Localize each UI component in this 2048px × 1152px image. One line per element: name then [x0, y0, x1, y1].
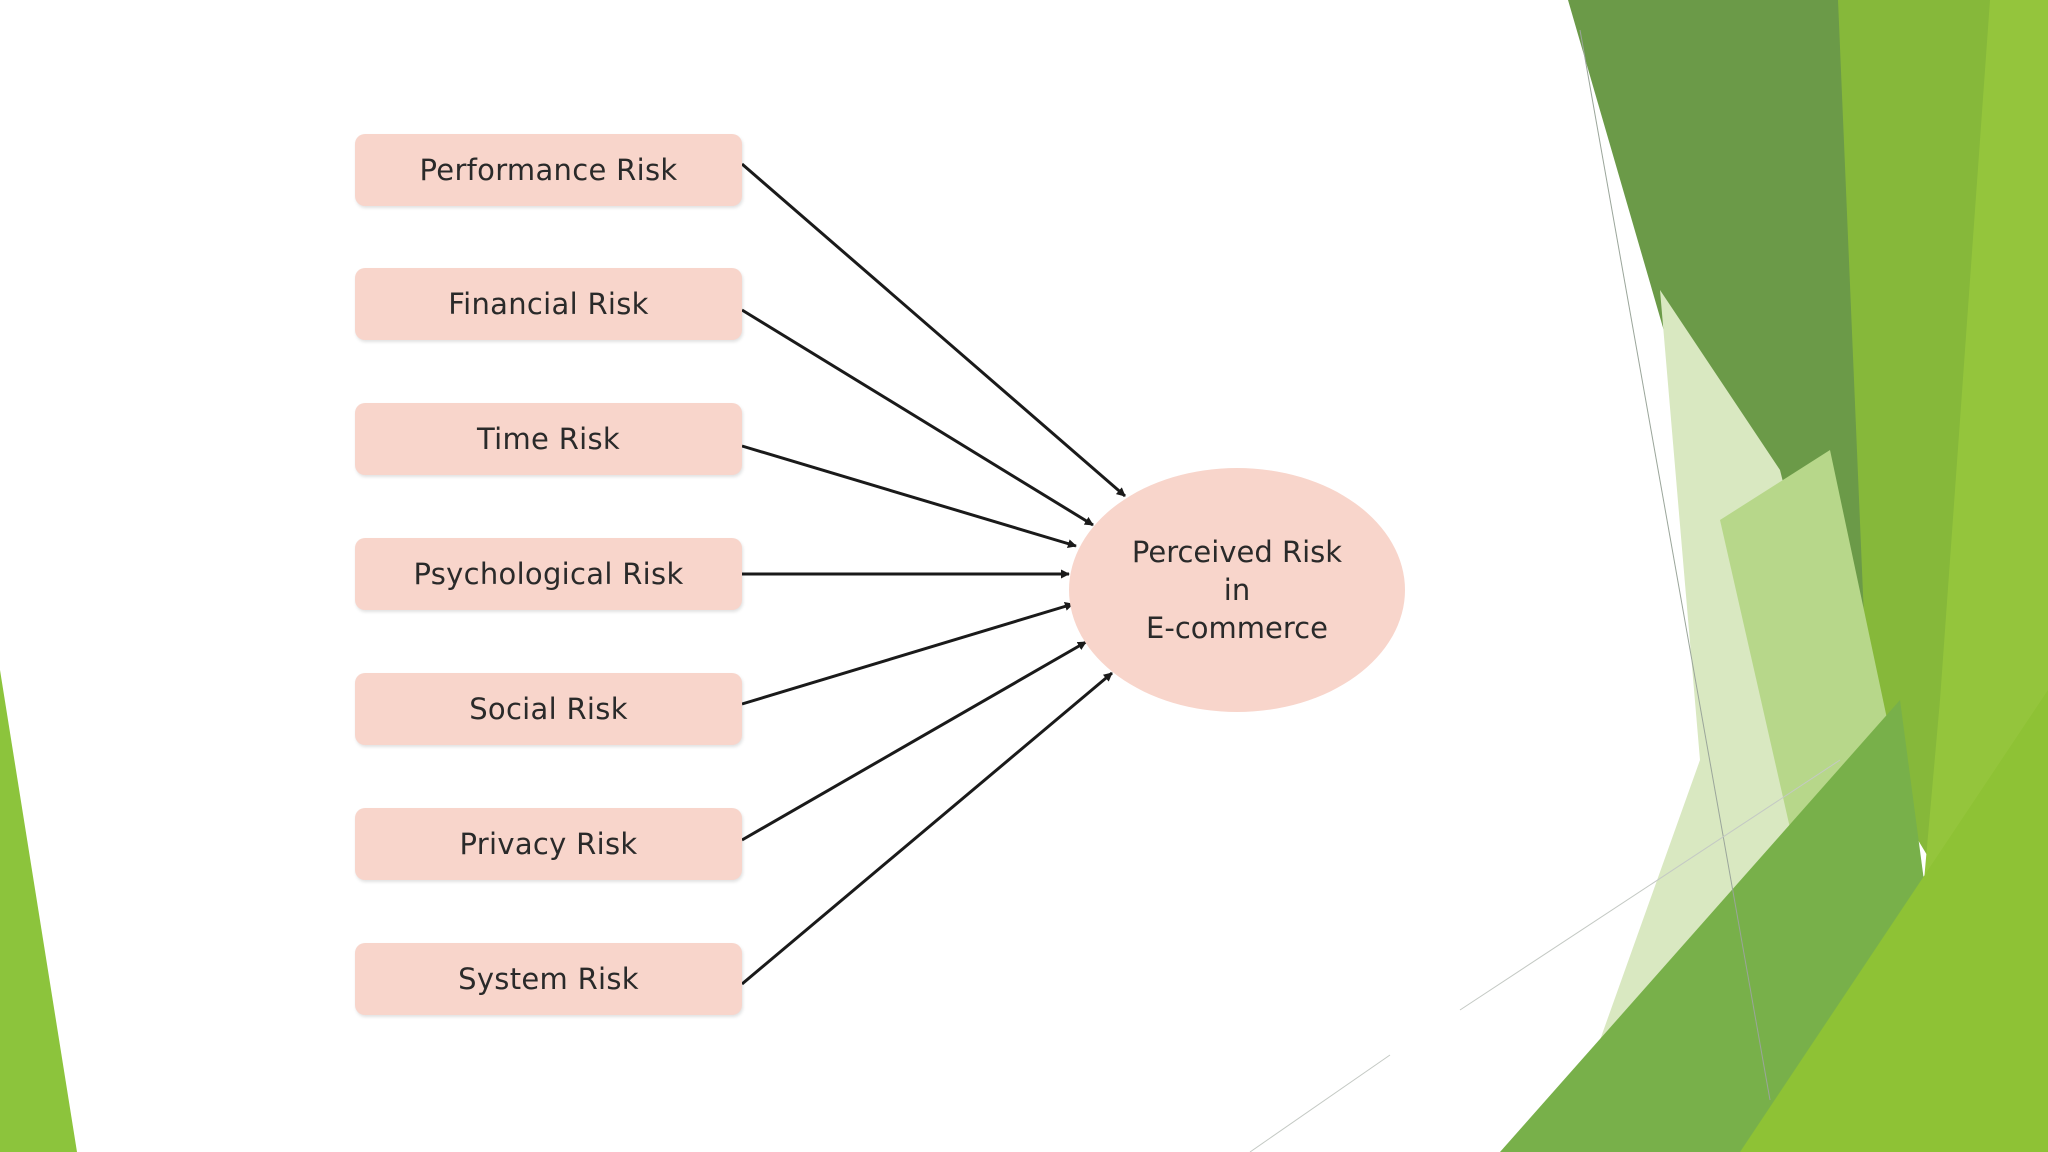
arrow-privacy — [741, 640, 1087, 842]
target-label-line3: E-commerce — [1146, 611, 1328, 645]
thin-line-2 — [1459, 759, 1841, 1011]
node-performance-risk: Performance Risk — [355, 134, 742, 206]
thin-line-1 — [1579, 29, 1771, 1101]
right-facet-front — [1740, 690, 2048, 1152]
target-label-line2: in — [1223, 573, 1251, 607]
arrow-financial — [741, 308, 1094, 527]
node-system-risk: System Risk — [355, 943, 742, 1015]
node-financial-risk: Financial Risk — [355, 268, 742, 340]
node-privacy-risk: Privacy Risk — [355, 808, 742, 880]
node-psychological-risk: Psychological Risk — [355, 538, 742, 610]
left-green-wedge — [0, 670, 77, 1152]
arrow-social — [741, 602, 1074, 706]
thin-line-3 — [1249, 1054, 1391, 1152]
target-label-line1: Perceived Risk — [1131, 535, 1343, 569]
arrow-time — [741, 444, 1077, 548]
arrow-performance — [741, 162, 1126, 498]
arrow-system — [741, 671, 1113, 986]
node-time-risk: Time Risk — [355, 403, 742, 475]
right-facet-bright — [1838, 0, 2002, 860]
node-social-risk: Social Risk — [355, 673, 742, 745]
node-perceived-risk: Perceived Risk in E-commerce — [1069, 468, 1405, 712]
